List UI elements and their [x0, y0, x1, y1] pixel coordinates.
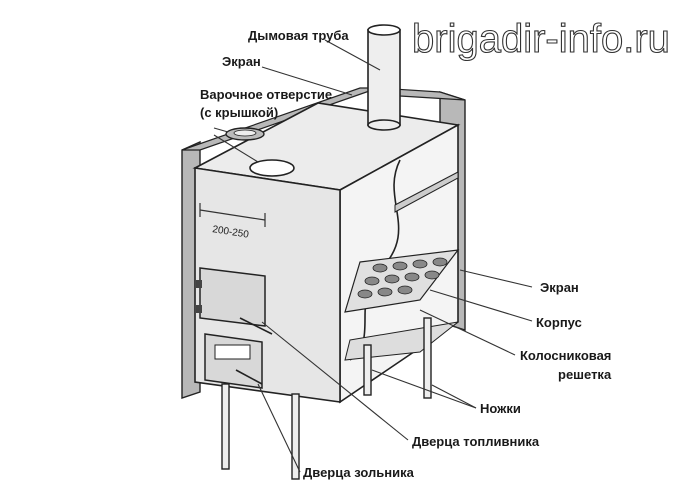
chimney: [367, 29, 401, 126]
label-chimney: Дымовая труба: [248, 28, 349, 43]
label-cooking-hole-2: (с крышкой): [200, 105, 278, 120]
watermark: brigadir-info.ru: [412, 17, 670, 61]
leader-lines: [213, 39, 533, 473]
label-firebox-door: Дверца топливника: [412, 434, 540, 449]
label-grate-1: Колосниковая: [520, 348, 611, 363]
label-legs: Ножки: [480, 401, 521, 416]
firebox-door: [199, 267, 266, 327]
grate: [344, 249, 460, 313]
label-grate-2: решетка: [558, 367, 612, 382]
legs: [221, 317, 432, 480]
cooking-hole: [249, 159, 295, 177]
label-body: Корпус: [536, 315, 582, 330]
label-cooking-hole-1: Варочное отверстие: [200, 87, 332, 102]
grate-holes: [357, 257, 448, 299]
label-ash-door: Дверца зольника: [303, 465, 415, 480]
upper-shelf: [394, 171, 459, 213]
label-screen-right: Экран: [540, 280, 579, 295]
label-screen-top: Экран: [222, 54, 261, 69]
